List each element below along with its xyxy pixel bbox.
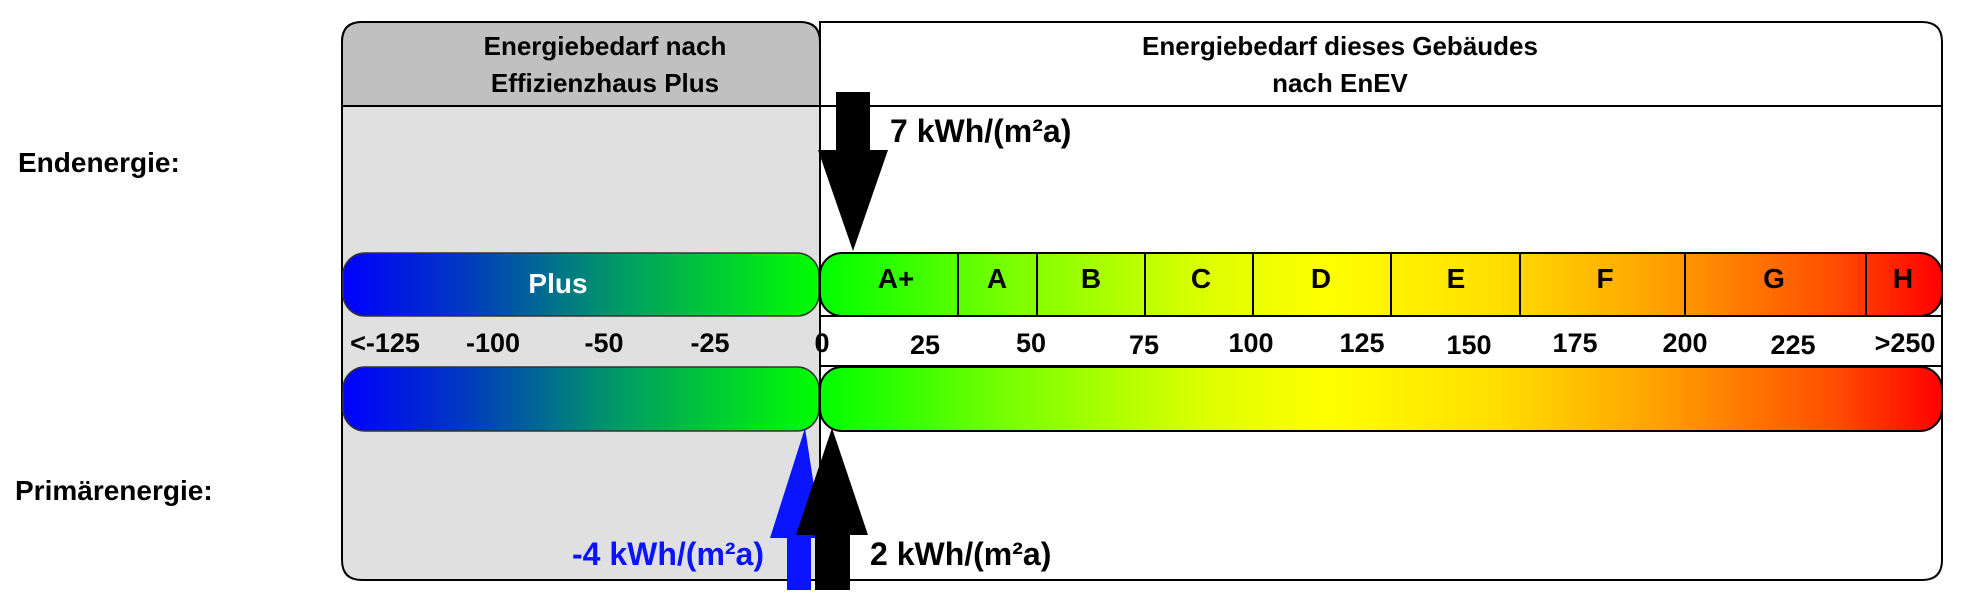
header-right-line1: Energiebedarf dieses Gebäudes — [1142, 31, 1538, 61]
header-left-line1: Energiebedarf nach — [484, 31, 727, 61]
endenergie-value: 7 kWh/(m²a) — [890, 113, 1071, 149]
class-label-a: A — [987, 263, 1007, 294]
tick-label: 25 — [910, 330, 940, 360]
plus-bar-label: Plus — [528, 268, 587, 299]
tick-label: -50 — [584, 328, 623, 358]
class-label-e: E — [1447, 263, 1466, 294]
scale-strip — [819, 315, 1943, 367]
tick-label: 225 — [1770, 330, 1815, 360]
tick-label: 0 — [814, 328, 829, 358]
primaer-value: 2 kWh/(m²a) — [870, 536, 1051, 572]
scale-ticks: <-125 -100 -50 -25 0 25 50 75 100 125 15… — [350, 328, 1935, 360]
class-dividers — [957, 253, 1867, 316]
class-label-g: G — [1763, 263, 1785, 294]
tick-label: 200 — [1662, 328, 1707, 358]
tick-label: 175 — [1552, 328, 1597, 358]
endenergie-label: Endenergie: — [18, 147, 180, 178]
class-label-c: C — [1191, 263, 1211, 294]
class-bar-bottom — [819, 366, 1943, 432]
class-labels: A+ A B C D E F G H — [878, 263, 1913, 294]
tick-label: 150 — [1446, 330, 1491, 360]
endenergie-arrow-icon — [818, 92, 888, 251]
primaer-plus-value: -4 kWh/(m²a) — [572, 536, 764, 572]
tick-label: 125 — [1339, 328, 1384, 358]
plus-bar-bottom — [342, 366, 820, 432]
class-label-f: F — [1596, 263, 1613, 294]
header-right-line2: nach EnEV — [1272, 68, 1408, 98]
primaer-plus-arrow-icon — [770, 428, 822, 590]
header-left-line2: Effizienzhaus Plus — [491, 68, 719, 98]
class-label-aplus: A+ — [878, 263, 915, 294]
tick-label: <-125 — [350, 328, 420, 358]
tick-label: 100 — [1228, 328, 1273, 358]
tick-label: >250 — [1875, 328, 1936, 358]
class-label-b: B — [1081, 263, 1101, 294]
primaer-arrow-icon — [796, 428, 868, 590]
primaerenergie-label: Primärenergie: — [15, 475, 213, 506]
tick-label: 75 — [1129, 330, 1159, 360]
class-label-h: H — [1893, 263, 1913, 294]
class-label-d: D — [1311, 263, 1331, 294]
tick-label: -25 — [690, 328, 729, 358]
tick-label: 50 — [1016, 328, 1046, 358]
tick-label: -100 — [466, 328, 520, 358]
